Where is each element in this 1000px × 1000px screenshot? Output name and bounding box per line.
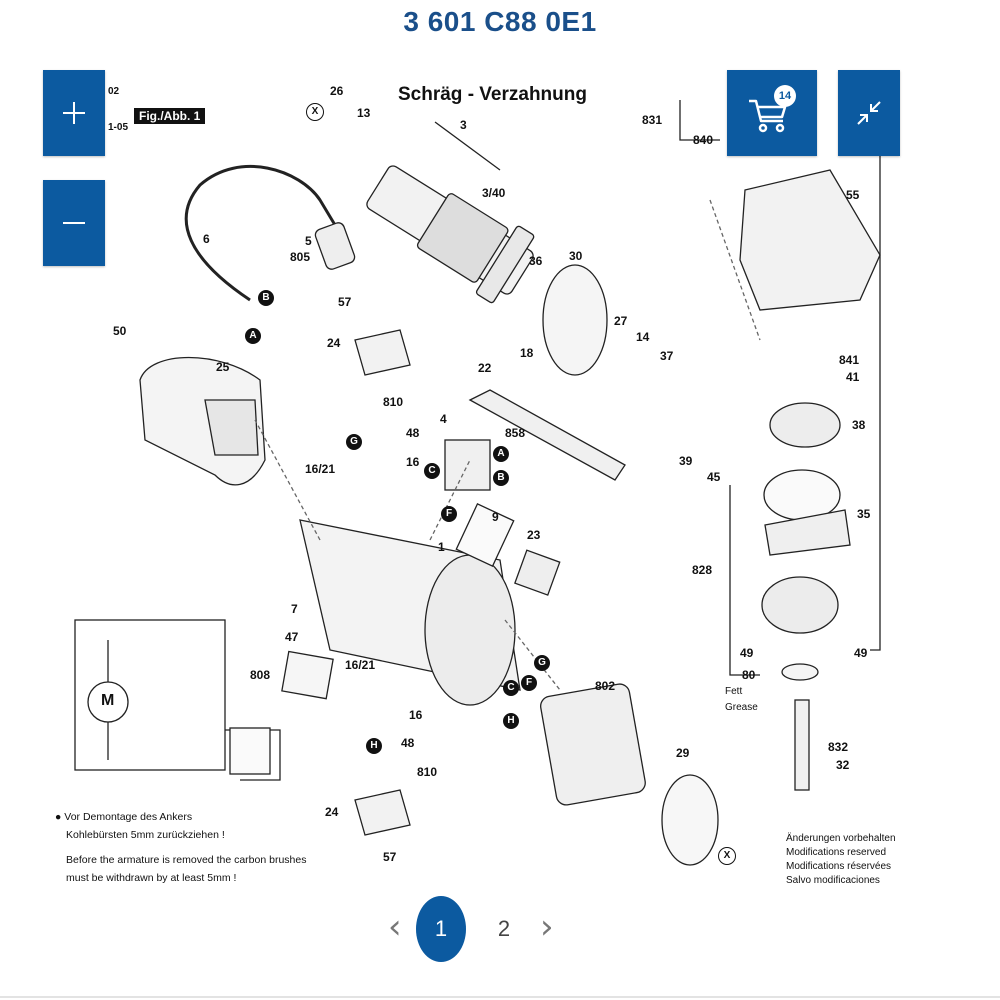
part-label: 47 — [285, 630, 299, 644]
marker-f: F — [441, 506, 457, 522]
part-label: 16 — [409, 708, 423, 722]
note-en-line-1: Before the armature is removed the carbo… — [66, 854, 307, 866]
part-label: 7 — [291, 602, 298, 616]
part-label: 48 — [401, 736, 415, 750]
exploded-parts-drawing — [74, 100, 881, 866]
part-label: 41 — [846, 370, 860, 384]
marker-a: A — [245, 328, 261, 344]
marker-b: B — [258, 290, 274, 306]
diagram-heading: Schräg - Verzahnung — [398, 84, 587, 105]
part-label: 16/21 — [305, 462, 336, 476]
part-label: 3 — [460, 118, 467, 132]
marker-g: G — [534, 655, 550, 671]
marker-x: X — [718, 847, 736, 865]
part-label: 9 — [492, 510, 499, 524]
part-label: 25 — [216, 360, 230, 374]
part-label: 49 — [740, 646, 754, 660]
note-de-line-1: ● Vor Demontage des Ankers — [55, 811, 193, 823]
part-label: 57 — [338, 295, 352, 309]
marker-x: X — [306, 103, 324, 121]
part-label: 38 — [852, 418, 866, 432]
part-label: 80 — [742, 668, 756, 682]
part-label: 36 — [529, 254, 543, 268]
page-title: 3 601 C88 0E1 — [403, 6, 597, 37]
part-label: 24 — [325, 805, 339, 819]
figure-label: Fig./Abb. 1 — [134, 108, 206, 124]
part-label: 840 — [693, 133, 714, 147]
part-label: 16 — [406, 455, 420, 469]
note-en-line-2: must be withdrawn by at least 5mm ! — [66, 872, 237, 884]
ref-small-1: 02 — [108, 86, 120, 97]
marker-h: H — [503, 713, 519, 729]
part-label: 841 — [839, 353, 860, 367]
part-label: 808 — [250, 668, 271, 682]
minus-icon — [63, 222, 85, 224]
part-label: 832 — [828, 740, 849, 754]
grease-label: Grease — [725, 702, 758, 713]
collapse-view-button[interactable] — [838, 70, 900, 156]
part-label: 57 — [383, 850, 397, 864]
part-label: 810 — [383, 395, 404, 409]
part-label: 45 — [707, 470, 721, 484]
part-label: 831 — [642, 113, 663, 127]
cart-icon — [749, 99, 787, 133]
part-label: 23 — [527, 528, 541, 542]
cart-count-badge: 14 — [774, 85, 796, 107]
part-label: 5 — [305, 234, 312, 248]
part-label: 858 — [505, 426, 526, 440]
chevron-right-icon[interactable]: › — [540, 907, 554, 947]
marker-f: F — [521, 675, 537, 691]
part-label: 29 — [676, 746, 690, 760]
marker-g: G — [346, 434, 362, 450]
marker-c: C — [503, 680, 519, 696]
notice-line-3: Modifications réservées — [786, 861, 892, 872]
part-label: 48 — [406, 426, 420, 440]
marker-c: C — [424, 463, 440, 479]
zoom-in-button[interactable] — [43, 70, 105, 156]
marker-b: B — [493, 470, 509, 486]
part-label: 27 — [614, 314, 628, 328]
part-label: 39 — [679, 454, 693, 468]
notice-line-2: Modifications reserved — [786, 847, 887, 858]
note-de-line-2: Kohlebürsten 5mm zurückziehen ! — [66, 829, 225, 841]
collapse-arrows-icon — [857, 101, 881, 125]
part-label: 55 — [846, 188, 860, 202]
marker-a: A — [493, 446, 509, 462]
part-label: 14 — [636, 330, 650, 344]
part-label: 24 — [327, 336, 341, 350]
part-label: 18 — [520, 346, 534, 360]
part-label: 3/40 — [482, 186, 506, 200]
bottom-divider — [0, 996, 1000, 998]
page-button-next[interactable]: 2 — [497, 916, 511, 941]
ref-small-2: 1-05 — [108, 122, 129, 133]
part-label: 37 — [660, 349, 674, 363]
part-label: 6 — [203, 232, 210, 246]
part-label: 49 — [854, 646, 868, 660]
part-label: 35 — [857, 507, 871, 521]
notice-line-4: Salvo modificaciones — [786, 875, 880, 886]
part-label: 16/21 — [345, 658, 376, 672]
part-label: 4 — [440, 412, 447, 426]
part-label: 1 — [438, 540, 445, 554]
marker-h: H — [366, 738, 382, 754]
zoom-out-button[interactable] — [43, 180, 105, 266]
part-label: 30 — [569, 249, 583, 263]
part-label: 13 — [357, 106, 371, 120]
notice-line-1: Änderungen vorbehalten — [786, 833, 896, 844]
part-label: 26 — [330, 84, 344, 98]
part-label: 810 — [417, 765, 438, 779]
part-label: 32 — [836, 758, 850, 772]
fett-label: Fett — [725, 686, 743, 697]
part-label: 22 — [478, 361, 492, 375]
chevron-left-icon[interactable]: ‹ — [388, 907, 402, 947]
pagination: ‹ 1 2 › — [0, 890, 1000, 966]
page-button-current[interactable]: 1 — [416, 896, 466, 962]
part-label: 828 — [692, 563, 713, 577]
motor-symbol-label: M — [101, 692, 115, 709]
part-label: 50 — [113, 324, 127, 338]
part-label: 805 — [290, 250, 311, 264]
cart-button[interactable]: 14 — [727, 70, 817, 156]
part-label: 802 — [595, 679, 616, 693]
plus-icon — [63, 102, 85, 124]
